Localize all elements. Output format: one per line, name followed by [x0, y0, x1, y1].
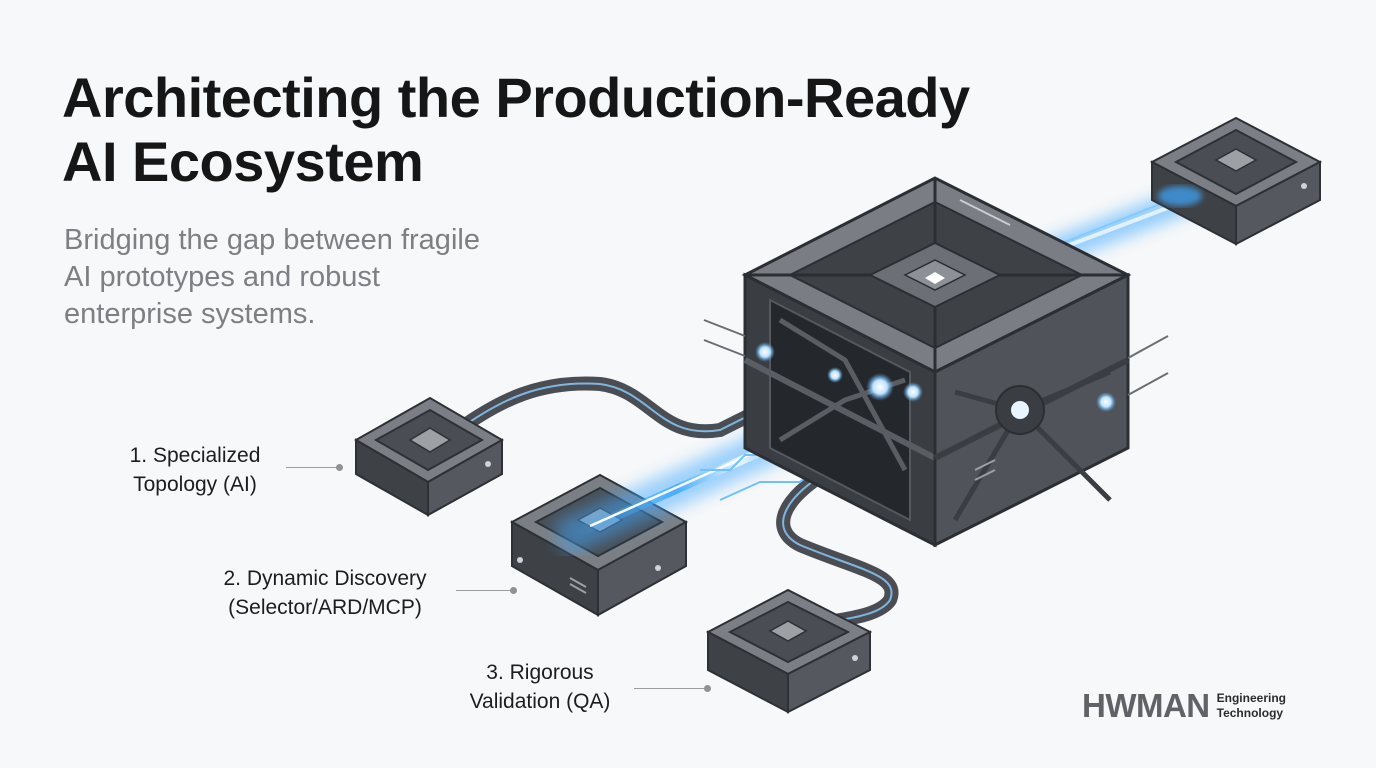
leader-dot-2: [510, 587, 517, 594]
page-title: Architecting the Production-Ready AI Eco…: [62, 66, 970, 194]
central-cube: [703, 176, 1169, 548]
label-rigorous-validation: 3. Rigorous Validation (QA): [440, 658, 640, 716]
label-3-line-1: 3. Rigorous: [486, 661, 594, 684]
label-3-line-2: Validation (QA): [469, 690, 611, 713]
company-logo: HWMAN Engineering Technology: [1082, 686, 1286, 726]
module-3-cube: [705, 588, 873, 714]
label-2-line-2: (Selector/ARD/MCP): [228, 596, 422, 619]
logo-tagline-line-1: Engineering: [1216, 691, 1286, 705]
connector-pipes: [451, 376, 899, 629]
leader-line-1: [286, 467, 338, 468]
title-line-1: Architecting the Production-Ready: [62, 66, 970, 129]
leader-line-2: [456, 590, 512, 591]
page-subtitle: Bridging the gap between fragile AI prot…: [64, 222, 480, 333]
leader-dot-1: [336, 464, 343, 471]
label-1-line-2: Topology (AI): [133, 473, 257, 496]
label-specialized-topology: 1. Specialized Topology (AI): [110, 441, 280, 499]
leader-dot-3: [704, 685, 711, 692]
subtitle-line-2: AI prototypes and robust: [64, 261, 380, 293]
module-remote-cube: [1149, 116, 1323, 246]
logo-tagline-line-2: Technology: [1216, 706, 1284, 720]
label-1-line-1: 1. Specialized: [129, 444, 261, 467]
title-line-2: AI Ecosystem: [62, 130, 424, 193]
subtitle-line-3: enterprise systems.: [64, 298, 316, 330]
logo-wordmark: HWMAN: [1082, 687, 1210, 724]
label-dynamic-discovery: 2. Dynamic Discovery (Selector/ARD/MCP): [200, 564, 450, 622]
pipe-to-module-1: [451, 376, 767, 439]
subtitle-line-1: Bridging the gap between fragile: [64, 224, 480, 256]
leader-line-3: [634, 688, 706, 689]
module-1-cube: [353, 396, 505, 517]
logo-tagline: Engineering Technology: [1217, 691, 1286, 721]
label-2-line-1: 2. Dynamic Discovery: [223, 567, 427, 590]
